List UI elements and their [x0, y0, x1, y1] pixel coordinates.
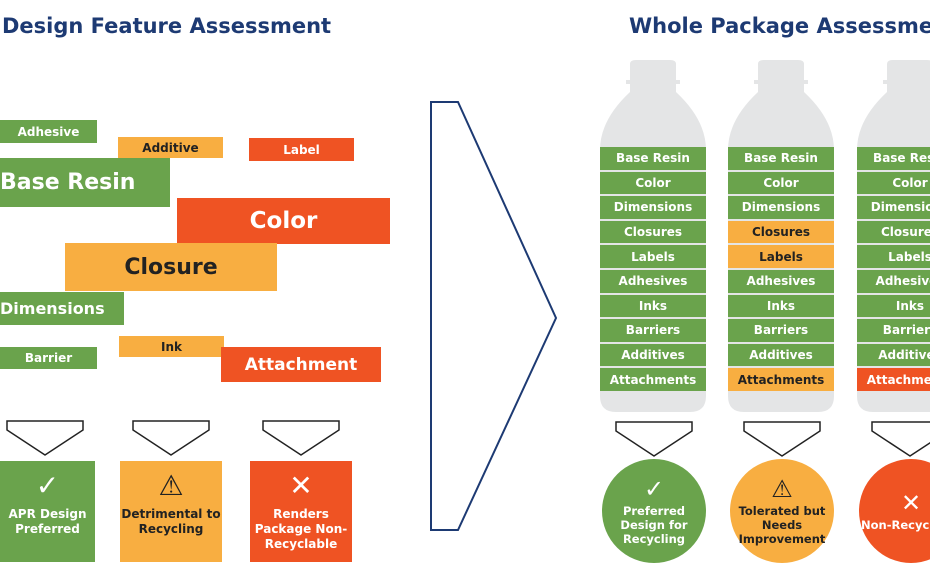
feature-tag-base-resin: Base Resin	[0, 158, 170, 207]
bottle-component: Adhesives	[857, 270, 930, 293]
result-label: Preferred Design for Recycling	[620, 504, 688, 546]
funnel-arrow	[615, 421, 693, 457]
bottle-component: Inks	[600, 294, 706, 318]
result-circle-1: ✓Preferred Design for Recycling	[602, 459, 706, 563]
funnel-arrow	[871, 421, 930, 457]
bottle-component: Dimensions	[728, 196, 834, 219]
bottle-component: Attachments	[857, 368, 930, 391]
check-icon: ✓	[35, 469, 60, 502]
large-chevron-arrow	[430, 101, 558, 531]
bottle-component: Base Resin	[728, 147, 834, 170]
bottle-component: Base Resin	[857, 147, 930, 170]
right-title: Whole Package Assessment	[629, 14, 930, 38]
feature-tag-dimensions: Dimensions	[0, 292, 124, 325]
x-icon: ✕	[900, 489, 922, 517]
result-label: Non-Recyclable	[861, 518, 930, 532]
bottle-component: Attachments	[728, 368, 834, 391]
bottle-component: Barriers	[857, 319, 930, 342]
bottle-component: Color	[600, 171, 706, 195]
bottle-component: Dimensions	[857, 196, 930, 219]
feature-tag-additive: Additive	[118, 137, 223, 158]
funnel-arrow	[132, 420, 210, 456]
warning-icon: ⚠	[158, 469, 184, 502]
feature-tag-attachment: Attachment	[221, 347, 381, 382]
funnel-arrow	[262, 420, 340, 456]
left-title: Design Feature Assessment	[2, 14, 332, 38]
bottle-component: Adhesives	[600, 270, 706, 293]
feature-tag-label: Label	[249, 138, 354, 161]
bottle-component: Labels	[857, 245, 930, 268]
bottle-component: Barriers	[728, 319, 834, 342]
feature-tag-closure: Closure	[65, 243, 277, 291]
category-label: Renders Package Non-Recyclable	[254, 507, 348, 551]
x-icon: ✕	[289, 469, 313, 502]
category-label: APR Design Preferred	[8, 507, 87, 536]
bottle-component: Labels	[600, 245, 706, 268]
bottle-component: Additives	[857, 343, 930, 367]
feature-tag-barrier: Barrier	[0, 347, 97, 369]
check-icon: ✓	[643, 475, 665, 503]
warning-icon: ⚠	[771, 475, 793, 503]
category-non-recyclable: ✕ Renders Package Non-Recyclable	[250, 461, 352, 562]
bottle-component: Dimensions	[600, 196, 706, 219]
bottle-component: Inks	[857, 294, 930, 318]
feature-tag-color: Color	[177, 198, 390, 244]
bottle-component: Barriers	[600, 319, 706, 342]
feature-tag-adhesive: Adhesive	[0, 120, 97, 143]
bottle-component: Inks	[728, 294, 834, 318]
bottle-component: Closures	[728, 220, 834, 244]
category-detrimental: ⚠ Detrimental to Recycling	[120, 461, 222, 562]
bottle-component: Closures	[857, 220, 930, 244]
result-circle-2: ⚠Tolerated but Needs Improvement	[730, 459, 834, 563]
bottle-component: Additives	[728, 343, 834, 367]
bottle-component: Labels	[728, 245, 834, 268]
bottle-component: Base Resin	[600, 147, 706, 170]
bottle-component: Closures	[600, 220, 706, 244]
bottle-component: Color	[857, 171, 930, 195]
category-preferred: ✓ APR Design Preferred	[0, 461, 95, 562]
bottle-component: Color	[728, 171, 834, 195]
bottle-component: Attachments	[600, 368, 706, 391]
bottle-component: Adhesives	[728, 270, 834, 293]
category-label: Detrimental to Recycling	[121, 507, 221, 536]
bottle-3: Base ResinColorDimensionsClosuresLabelsA…	[857, 60, 930, 412]
feature-tag-ink: Ink	[119, 336, 224, 357]
result-label: Tolerated but Needs Improvement	[738, 504, 826, 546]
funnel-arrow	[743, 421, 821, 457]
funnel-arrow	[6, 420, 84, 456]
bottle-component: Additives	[600, 343, 706, 367]
